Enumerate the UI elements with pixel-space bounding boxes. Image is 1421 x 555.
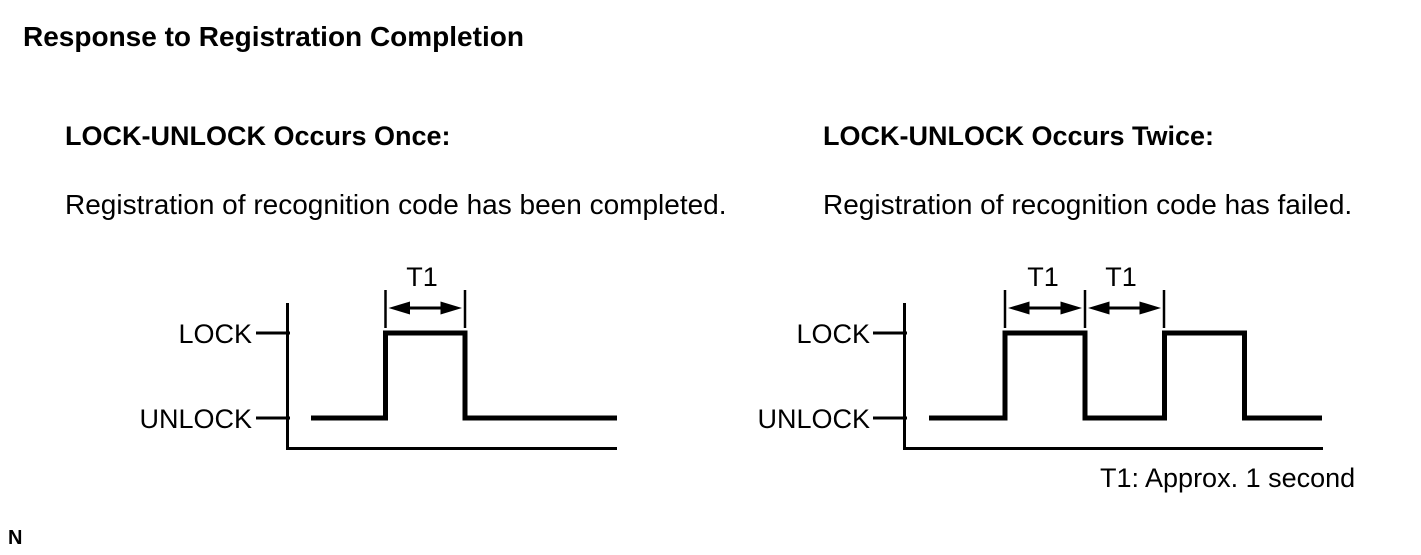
- description-occurs-twice: Registration of recognition code has fai…: [823, 189, 1353, 220]
- heading-occurs-twice: LOCK-UNLOCK Occurs Twice:: [823, 121, 1215, 151]
- page-title: Response to Registration Completion: [23, 21, 524, 52]
- left-arrowhead-left: [388, 301, 410, 315]
- left-diagram-unlock-label: UNLOCK: [139, 404, 252, 434]
- left-diagram-t1-label: T1: [406, 262, 438, 292]
- right-t1-dimension-arrow-1: [1008, 301, 1082, 315]
- left-arrowhead-right: [440, 301, 462, 315]
- t1-definition-note: T1: Approx. 1 second: [1100, 463, 1356, 493]
- right-arrow1-head-right: [1060, 301, 1082, 315]
- right-diagram-t1-label-1: T1: [1027, 262, 1059, 292]
- left-diagram-lock-label: LOCK: [178, 319, 252, 349]
- right-arrow2-head-left: [1088, 301, 1110, 315]
- right-diagram-unlock-label: UNLOCK: [757, 404, 870, 434]
- right-arrow1-head-left: [1008, 301, 1030, 315]
- left-t1-dimension-arrow: [388, 301, 462, 315]
- right-diagram-t1-label-2: T1: [1105, 262, 1137, 292]
- timing-diagram-once: [256, 290, 617, 450]
- right-waveform: [929, 330, 1322, 421]
- right-axis: [903, 303, 1323, 450]
- footer-text-fragment: N: [8, 527, 23, 549]
- heading-occurs-once: LOCK-UNLOCK Occurs Once:: [65, 121, 451, 151]
- right-t1-dimension-arrow-2: [1088, 301, 1161, 315]
- left-axis: [286, 303, 617, 450]
- right-diagram-lock-label: LOCK: [796, 319, 870, 349]
- timing-diagram-twice: [873, 290, 1323, 450]
- left-waveform: [311, 330, 617, 421]
- right-arrow2-head-right: [1139, 301, 1161, 315]
- description-occurs-once: Registration of recognition code has bee…: [65, 189, 727, 220]
